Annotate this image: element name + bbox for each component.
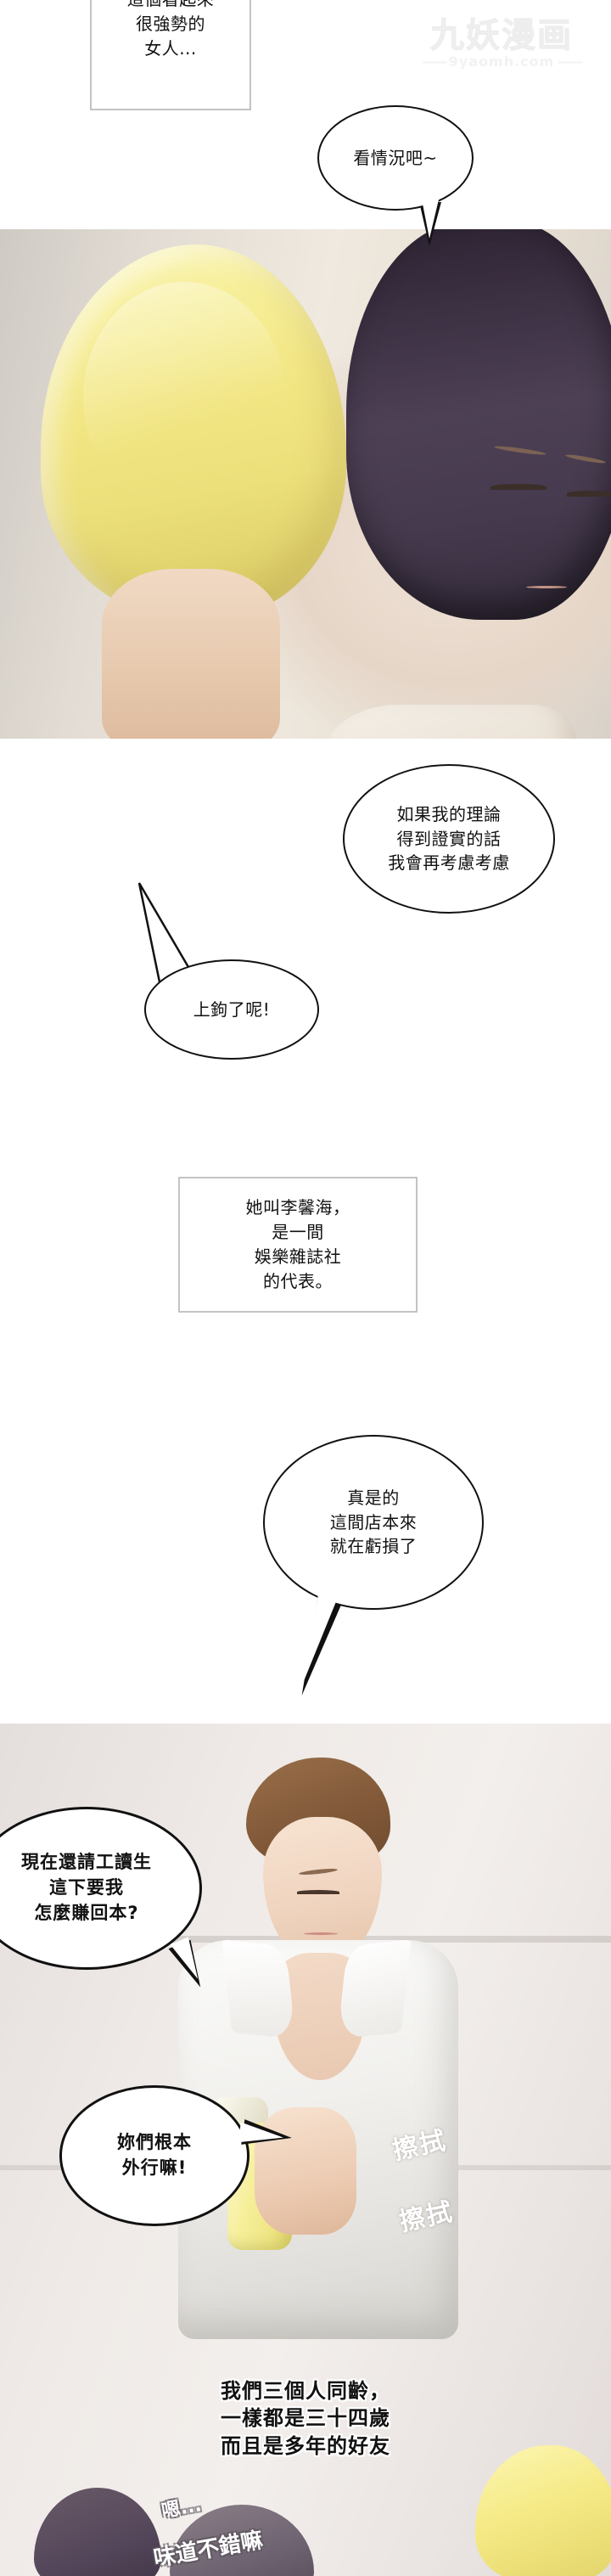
dark-haired-woman-hair: [346, 229, 611, 620]
speech-bubble-depends-tail-fill: [422, 200, 439, 239]
watermark-url-text: 9yaomh.com: [404, 55, 599, 69]
man-hand: [255, 2107, 356, 2235]
speech-bubble-amateur: 妳們根本 外行嘛!: [59, 2085, 249, 2226]
eye-right: [567, 491, 611, 497]
site-watermark: 九妖漫画 9yaomh.com: [404, 19, 599, 69]
narration-box-top-text: 還有她旁邊 這個看起來 很強勢的 女人...: [127, 0, 214, 59]
man-face: [263, 1817, 382, 1961]
speech-bubble-depends-text: 看情況吧~: [353, 147, 438, 168]
watermark-chinese-text: 九妖漫画: [430, 16, 573, 55]
speech-bubble-theory: 如果我的理論 得到證實的話 我會再考慮考慮: [343, 764, 555, 914]
speech-bubble-depends: 看情況吧~: [317, 105, 474, 211]
man-mouth: [304, 1932, 338, 1935]
speech-bubble-parttimer: 現在還請工讀生 這下要我 怎麼賺回本?: [0, 1807, 202, 1970]
friend-head-right-blonde: [475, 2445, 611, 2576]
speech-bubble-parttimer-text: 現在還請工讀生 這下要我 怎麼賺回本?: [21, 1852, 152, 1923]
speech-bubble-theory-text: 如果我的理論 得到證實的話 我會再考慮考慮: [388, 804, 510, 874]
narration-box-intro-text: 她叫李馨海， 是一間 娛樂雜誌社 的代表。: [245, 1197, 350, 1291]
speech-bubble-amateur-text: 妳們根本 外行嘛!: [117, 2132, 192, 2178]
mouth: [526, 586, 567, 588]
man-eye: [297, 1890, 339, 1894]
blonde-woman-hair: [41, 245, 346, 618]
speech-bubble-losing-money-text: 真是的 這間店本來 就在虧損了: [329, 1488, 418, 1557]
speech-bubble-losing-money: 真是的 這間店本來 就在虧損了: [263, 1435, 484, 1610]
art-panel-two-women: 呵: [0, 229, 611, 739]
narration-box-intro: 她叫李馨海， 是一間 娛樂雜誌社 的代表。: [178, 1177, 418, 1313]
bottom-narration-caption: 我們三個人同齡， 一樣都是三十四歲 而且是多年的好友: [221, 2379, 390, 2458]
eye-left: [490, 484, 547, 490]
speech-bubble-hooked: 上鉤了呢!: [144, 959, 319, 1060]
narration-box-top: 還有她旁邊 這個看起來 很強勢的 女人...: [90, 0, 251, 110]
blonde-woman-neck: [102, 569, 280, 739]
speech-bubble-hooked-text: 上鉤了呢!: [193, 998, 271, 1020]
right-figure-coat: [322, 705, 577, 739]
